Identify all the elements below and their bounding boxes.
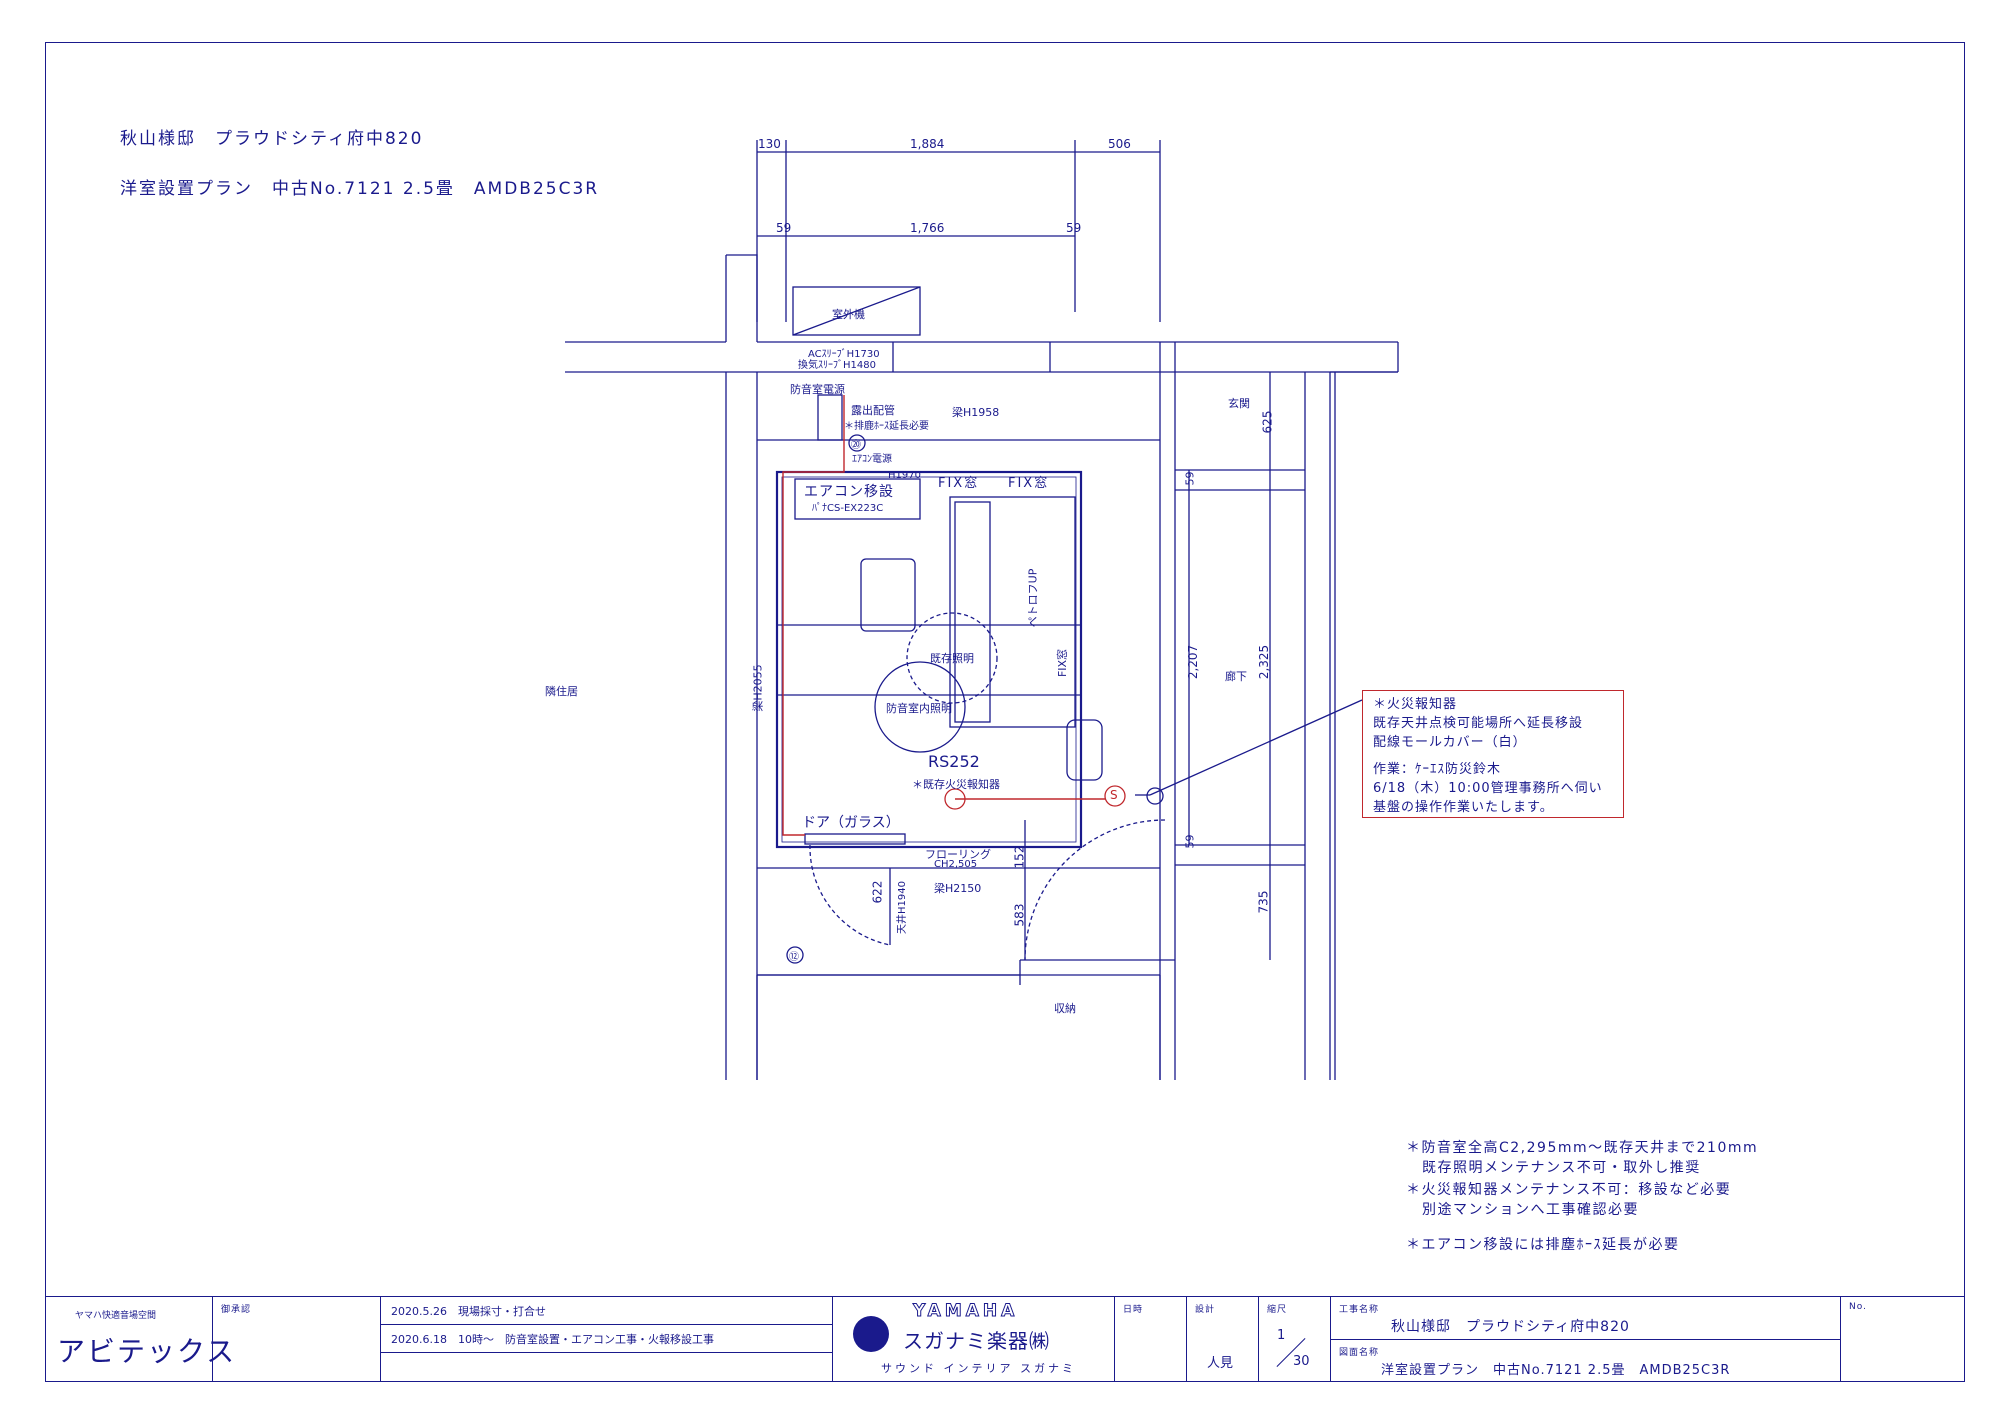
drawing-frame: [45, 42, 1965, 1382]
tb-no-cell: No.: [1841, 1296, 1965, 1382]
tb-project-label: 工事名称: [1339, 1305, 1380, 1315]
tb-project: 秋山様邸 プラウドシティ府中820: [1391, 1319, 1630, 1335]
header-client: 秋山様邸 プラウドシティ府中820: [120, 129, 424, 149]
tb-dealer-cell: YAMAHA スガナミ楽器㈱ サウンド インテリア スガナミ: [833, 1296, 1115, 1382]
tb-date-label: 日時: [1123, 1305, 1144, 1315]
tb-design-cell: 設計 人見: [1187, 1296, 1259, 1382]
label-room-light: 防音室内照明: [886, 702, 952, 715]
tb-project-cell: 工事名称 秋山様邸 プラウドシティ府中820 図面名称 洋室設置プラン 中古No…: [1331, 1296, 1841, 1382]
tb-date-cell: 日時: [1115, 1296, 1187, 1382]
dim-top-1: 130: [758, 137, 781, 151]
label-outdoor-unit: 室外機: [832, 308, 865, 321]
callout-line-6: 基盤の操作作業いたします。: [1373, 800, 1554, 815]
fire-detector-callout: ＊火災報知器 既存天井点検可能場所へ延長移設 配線モールカバー（白） 作業：ｹｰ…: [1362, 690, 1624, 818]
tb-scale-cell: 縮尺 1 30: [1259, 1296, 1331, 1382]
title-block: ヤマハ快適音場空間 アビテックス 御承認 2020.5.26 現場採寸・打合せ …: [45, 1296, 1965, 1382]
tb-drawing-label: 図面名称: [1339, 1348, 1380, 1358]
label-fix-window-2: FIX窓: [1008, 476, 1050, 491]
tb-date-2: 2020.6.18 10時～ 防音室設置・エアコン工事・火報移設工事: [391, 1333, 714, 1346]
label-h1970: H1970: [888, 470, 921, 481]
label-petrof: ペトロフUP: [1026, 568, 1040, 628]
note-2a: ＊火災報知器メンテナンス不可：移設など必要: [1406, 1182, 1732, 1198]
dim-bottom-3: 622: [870, 880, 885, 904]
callout-line-4: 作業：ｹｰｴｽ防災鈴木: [1373, 762, 1502, 777]
tb-no-label: No.: [1849, 1302, 1867, 1312]
label-beam-h2150: 梁H2150: [934, 882, 982, 895]
label-rs252: RS252: [928, 752, 980, 771]
label-ceiling-h1940: 天井H1940: [896, 881, 908, 934]
label-ac-power: ｴｱｺﾝ電源: [852, 454, 892, 465]
dim-top-3: 506: [1108, 137, 1131, 151]
label-beam-h2055: 梁H2055: [751, 664, 765, 712]
dim-right-5: 59: [1183, 834, 1197, 849]
tb-drawing: 洋室設置プラン 中古No.7121 2.5畳 AMDB25C3R: [1381, 1363, 1731, 1378]
callout-line-1: ＊火災報知器: [1373, 697, 1458, 712]
note-1a: ＊防音室全高C2,295mm～既存天井まで210mm: [1406, 1140, 1759, 1156]
dim-bottom-1: 152: [1012, 845, 1027, 869]
tb-brand: YAMAHA: [912, 1301, 1019, 1322]
dim-bottom-2: 583: [1012, 903, 1027, 927]
tb-dates-cell: 2020.5.26 現場採寸・打合せ 2020.6.18 10時～ 防音室設置・…: [381, 1296, 833, 1382]
label-fix-window-side: FIX窓: [1056, 648, 1070, 678]
label-ac-move: エアコン移設: [804, 484, 894, 500]
tb-designer: 人見: [1207, 1356, 1234, 1371]
note-3: ＊エアコン移設には排塵ﾎｰｽ延長が必要: [1406, 1237, 1680, 1253]
label-soundproof-power: 防音室電源: [790, 383, 845, 396]
label-neighbor: 隣住居: [545, 685, 578, 698]
label-fix-window-1: FIX窓: [938, 476, 980, 491]
dim-right-1: 625: [1260, 410, 1275, 434]
callout-line-2: 既存天井点検可能場所へ延長移設: [1373, 716, 1584, 731]
label-existing-detector: ＊既存火災報知器: [912, 778, 1000, 791]
circle-12: ⑫: [789, 952, 799, 963]
dim-top-2: 1,884: [910, 137, 945, 151]
tb-dealer-sub: サウンド インテリア スガナミ: [881, 1362, 1076, 1375]
label-entrance: 玄関: [1228, 397, 1250, 410]
label-ac-model: ﾊﾟﾅCS-EX223C: [812, 503, 884, 514]
dim-top2-1: 59: [776, 221, 792, 235]
label-existing-light: 既存照明: [930, 652, 974, 665]
label-beam-h1958: 梁H1958: [952, 406, 1000, 419]
label-drain-hose: ＊排鹿ﾎｰｽ延長必要: [844, 421, 929, 432]
label-ac-sleeve: ACｽﾘｰﾌﾞH1730: [808, 349, 880, 360]
callout-line-5: 6/18（木）10:00管理事務所へ伺い: [1373, 781, 1603, 796]
label-ch: CH2,505: [934, 859, 978, 870]
label-exposed-pipe: 露出配管: [851, 404, 895, 417]
label-door-glass: ドア（ガラス）: [802, 815, 900, 831]
tb-scale-den: 30: [1293, 1354, 1310, 1369]
dim-right-2: 59: [1183, 471, 1197, 486]
label-vent-sleeve: 換気ｽﾘｰﾌﾞH1480: [798, 360, 876, 371]
dim-right-6: 735: [1256, 890, 1271, 914]
label-corridor: 廊下: [1225, 670, 1247, 683]
note-2b: 別途マンションへ工事確認必要: [1422, 1202, 1639, 1218]
tb-scale-label: 縮尺: [1267, 1305, 1288, 1315]
dealer-logo-icon: [853, 1316, 889, 1352]
note-1b: 既存照明メンテナンス不可・取外し推奨: [1422, 1160, 1701, 1176]
tb-company-cell: ヤマハ快適音場空間 アビテックス: [45, 1296, 234, 1382]
circle-s: S: [1110, 788, 1118, 802]
tb-company: アビテックス: [57, 1335, 237, 1368]
dim-top2-2: 1,766: [910, 221, 945, 235]
label-storage: 収納: [1054, 1002, 1076, 1015]
dim-right-4: 2,325: [1257, 644, 1272, 680]
tb-date-1: 2020.5.26 現場採寸・打合せ: [391, 1305, 546, 1318]
dim-top2-3: 59: [1066, 221, 1082, 235]
label-flooring: フローリング: [925, 848, 991, 861]
tb-dealer: スガナミ楽器㈱: [903, 1329, 1050, 1353]
tb-company-small: ヤマハ快適音場空間: [75, 1311, 157, 1321]
dim-right-3: 2,207: [1186, 644, 1201, 680]
tb-approval-cell: 御承認: [213, 1296, 381, 1382]
circle-30: ⑳: [851, 440, 861, 451]
callout-line-3: 配線モールカバー（白）: [1373, 735, 1527, 750]
tb-approval: 御承認: [221, 1305, 252, 1315]
tb-design-label: 設計: [1195, 1305, 1216, 1315]
tb-scale-num: 1: [1277, 1328, 1286, 1343]
header-plan: 洋室設置プラン 中古No.7121 2.5畳 AMDB25C3R: [120, 179, 600, 199]
